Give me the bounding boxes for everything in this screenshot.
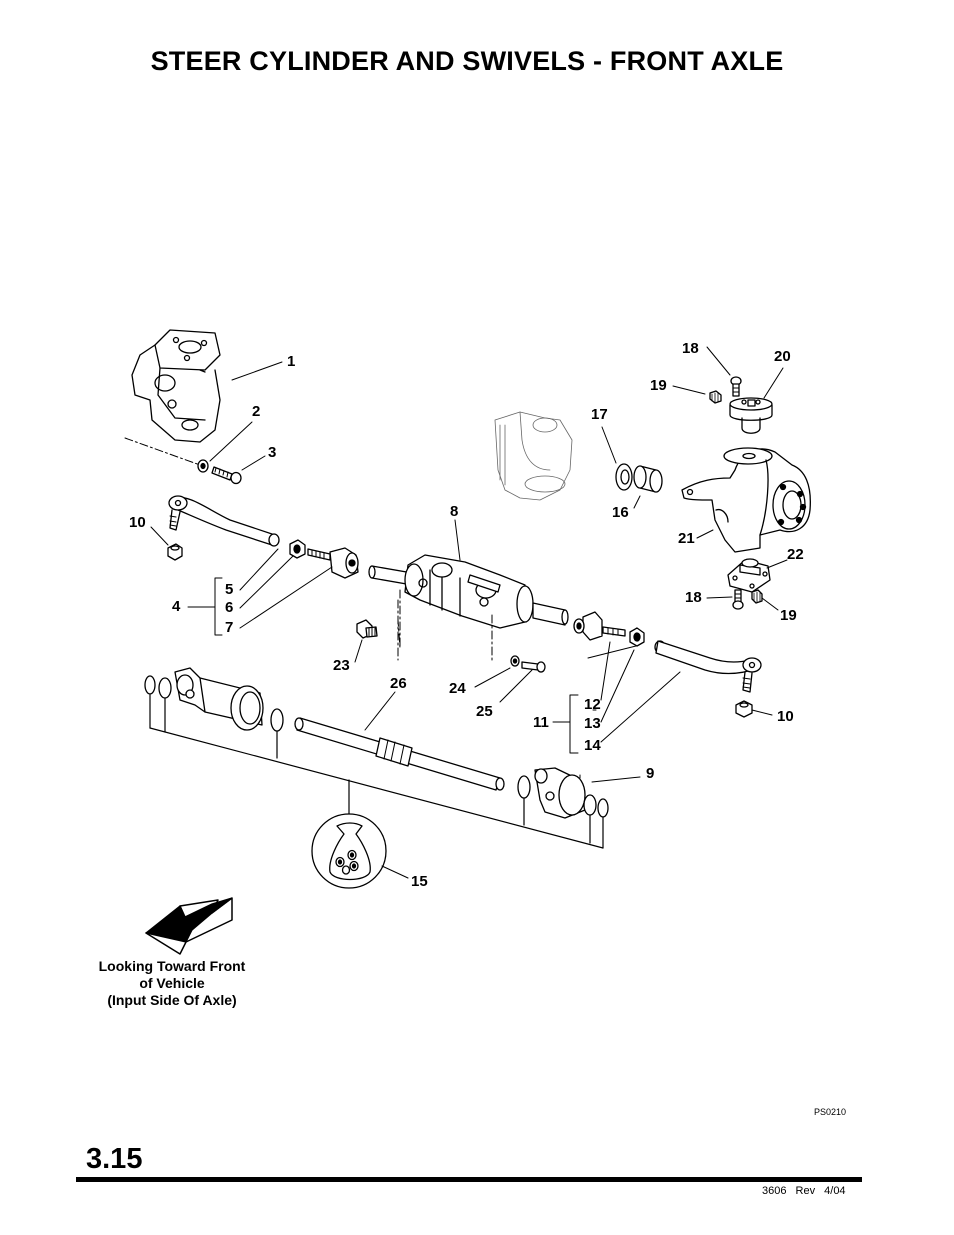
- axle-shaft-26: [294, 717, 505, 791]
- callout-7: 7: [225, 619, 233, 636]
- callout-19-lower: 19: [780, 607, 797, 624]
- callout-15: 15: [411, 873, 428, 890]
- jam-nut-14: [629, 627, 645, 647]
- hardware-kit-15: [311, 813, 387, 889]
- bolt-18-upper: [730, 376, 742, 397]
- tie-rod-left: [168, 495, 280, 547]
- steer-cylinder: [368, 554, 569, 629]
- right-yoke-9: [517, 767, 609, 819]
- bolt-18-lower: [732, 589, 744, 610]
- bolt-25: [521, 661, 546, 673]
- footer-rule: [76, 1177, 862, 1182]
- bolt-3: [211, 466, 242, 485]
- callout-16: 16: [612, 504, 629, 521]
- assembly-bracket: [149, 694, 604, 849]
- callout-11: 11: [533, 714, 549, 731]
- callout-14: 14: [584, 737, 601, 754]
- callout-26: 26: [390, 675, 407, 692]
- callout-13: 13: [584, 715, 601, 732]
- callout-6: 6: [225, 599, 233, 616]
- jam-nut-5: [289, 539, 306, 559]
- callout-18-lower: 18: [685, 589, 702, 606]
- callout-4: 4: [172, 598, 181, 615]
- nut-10-right: [735, 700, 753, 718]
- callout-12: 12: [584, 696, 601, 713]
- callout-10-right: 10: [777, 708, 794, 725]
- callout-21: 21: [678, 530, 695, 547]
- inner-tie-rod-12: [573, 611, 603, 641]
- section-number: 3.15: [86, 1143, 143, 1175]
- leader-lines: [150, 346, 788, 879]
- axle-housing-ghost: [494, 411, 573, 501]
- callout-22: 22: [787, 546, 804, 563]
- caption-line-3: (Input Side Of Axle): [107, 992, 237, 1008]
- callout-1: 1: [287, 353, 295, 370]
- callout-9: 9: [646, 765, 654, 782]
- threaded-stud-13: [602, 626, 626, 637]
- caption-line-1: Looking Toward Front: [98, 958, 246, 974]
- right-steering-knuckle: [681, 447, 811, 553]
- tie-rod-right: [654, 640, 762, 693]
- threaded-stud-6: [307, 548, 331, 561]
- footer-revision: 3606 Rev 4/04: [762, 1185, 846, 1197]
- left-swivel-housing: [131, 329, 221, 443]
- inner-tie-rod-7: [329, 547, 359, 579]
- washer-2: [197, 459, 209, 473]
- callout-25: 25: [476, 703, 493, 720]
- callout-10-left: 10: [129, 514, 146, 531]
- centerline-cyl-left: [397, 589, 401, 661]
- callout-2: 2: [252, 403, 260, 420]
- page-title: STEER CYLINDER AND SWIVELS - FRONT AXLE: [150, 46, 784, 76]
- nut-10-left: [167, 543, 183, 561]
- caption-line-2: of Vehicle: [139, 975, 205, 991]
- direction-arrow: [145, 897, 233, 955]
- callout-3: 3: [268, 444, 276, 461]
- callout-17: 17: [591, 406, 608, 423]
- upper-cap-20: [729, 397, 773, 434]
- callout-23: 23: [333, 657, 350, 674]
- fitting-19-upper: [709, 390, 722, 404]
- callout-24: 24: [449, 680, 466, 697]
- fitting-23: [356, 619, 378, 639]
- fitting-19-lower: [751, 589, 763, 604]
- callout-18-upper: 18: [682, 340, 699, 357]
- washer-24: [510, 655, 520, 667]
- view-caption: Looking Toward Front of Vehicle (Input S…: [72, 958, 272, 1009]
- bushing-16: [633, 465, 663, 493]
- seal-17: [615, 463, 633, 491]
- callout-20: 20: [774, 348, 791, 365]
- callout-8: 8: [450, 503, 458, 520]
- lower-left-yoke: [144, 667, 284, 732]
- figure-id: PS0210: [814, 1107, 847, 1117]
- centerline-left: [124, 437, 201, 466]
- callout-5: 5: [225, 581, 233, 598]
- callout-19-upper: 19: [650, 377, 667, 394]
- lower-cap-22: [727, 558, 771, 593]
